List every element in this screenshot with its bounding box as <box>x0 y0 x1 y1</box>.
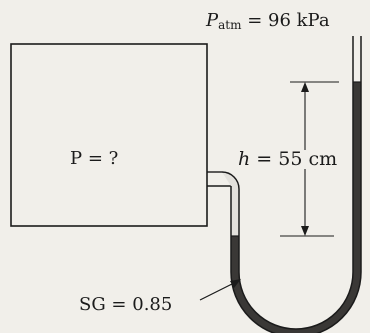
patm-symbol: P <box>206 10 219 31</box>
patm-value: = 96 kPa <box>241 10 330 31</box>
atmospheric-pressure-label: Patm = 96 kPa <box>206 10 330 32</box>
gas-column <box>222 172 239 236</box>
specific-gravity-label: SG = 0.85 <box>79 294 173 315</box>
connecting-pipe <box>207 171 231 187</box>
patm-subscript: atm <box>218 18 242 32</box>
tank-pressure-label: P = ? <box>70 148 119 169</box>
sg-leader-arrow <box>199 279 241 301</box>
height-symbol: h <box>238 148 251 170</box>
height-label: h = 55 cm <box>236 148 340 170</box>
manometer-fluid <box>231 82 361 333</box>
tank <box>10 43 208 227</box>
height-value: = 55 cm <box>250 148 338 170</box>
u-tube-walls <box>221 36 362 333</box>
